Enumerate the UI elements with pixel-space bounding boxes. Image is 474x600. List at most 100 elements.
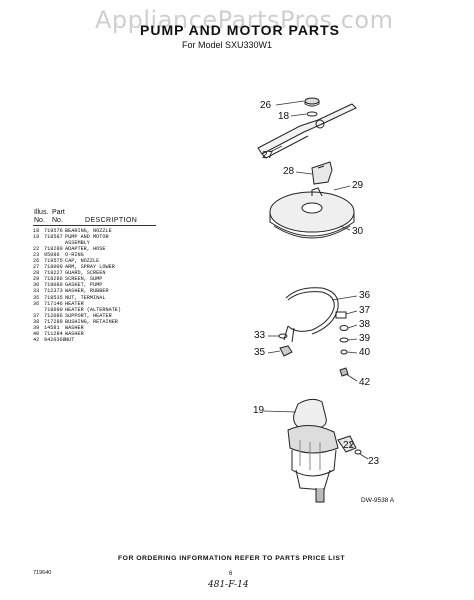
part-no: 719576 (44, 228, 63, 234)
illus-no: 37 (33, 312, 40, 319)
watermark: AppliancePartsPros.com (95, 6, 394, 34)
washer-part-2 (340, 349, 348, 355)
part-no: 712086 (44, 312, 63, 319)
screen-guard-part (311, 161, 333, 185)
illus-no: 28 (33, 270, 40, 277)
illus-number-header: Illus. No. (34, 209, 48, 225)
illus-no: 36 (33, 300, 40, 307)
illus-header-line-1: Illus. (34, 209, 49, 216)
o-ring-part (354, 449, 362, 455)
document-code: 719640 (33, 570, 52, 576)
bearing-part (306, 111, 318, 117)
illus-no: 35 (33, 294, 40, 301)
part-description: PUMP AND MOTOR (65, 234, 109, 241)
retainer-bushing-part (339, 325, 349, 331)
illus-no: 42 (33, 336, 40, 343)
callout-35: 35 (254, 347, 266, 358)
part-description: CAP, NOZZLE (65, 258, 100, 265)
illus-no: 26 (33, 258, 40, 265)
part-description: WASHER (65, 324, 84, 331)
pump-gasket-part (273, 225, 351, 239)
page-number: 6 (229, 571, 233, 577)
part-header-line-2: No. (52, 217, 63, 224)
part-description: HEATER (ALTERNATE) (65, 306, 122, 313)
header-rule (33, 225, 156, 226)
parts-row: ASSEMBLY (33, 240, 121, 246)
heater-part (283, 287, 339, 343)
sump-screen-part (269, 187, 355, 237)
callout-42: 42 (359, 377, 371, 388)
part-no: 719575 (44, 258, 63, 265)
callout-23: 23 (368, 456, 380, 467)
spray-arm-part (257, 103, 357, 159)
callout-27: 27 (262, 150, 274, 161)
illus-no: 29 (33, 276, 40, 283)
callout-33: 33 (254, 330, 266, 341)
illus-no: 30 (33, 282, 40, 289)
part-no: 9420368 (44, 336, 66, 343)
part-description: BEARING, NOZZLE (65, 228, 112, 234)
part-description: HEATER (65, 300, 84, 307)
illus-no: 22 (33, 246, 40, 253)
callout-22: 22 (343, 440, 355, 451)
callout-38: 38 (359, 319, 371, 330)
part-description: ARM, SPRAY LOWER (65, 264, 115, 271)
part-no: 718587 (44, 234, 63, 241)
model-subtitle: For Model SXU330W1 (182, 40, 273, 50)
nozzle-cap-part (304, 97, 320, 107)
part-no: 95086 (44, 252, 60, 259)
diagram-code: DW-9538 A (361, 497, 395, 504)
part-no: 719080 (44, 282, 63, 289)
callout-19: 19 (253, 405, 265, 416)
part-description: NUT (65, 336, 75, 343)
ordering-footer: FOR ORDERING INFORMATION REFER TO PARTS … (118, 555, 346, 562)
callout-28: 28 (283, 166, 295, 177)
part-no: 718227 (44, 270, 63, 277)
washer-part (339, 337, 349, 343)
description-header: DESCRIPTION (85, 217, 138, 224)
part-no: 718280 (44, 246, 63, 253)
part-description: ADAPTER, HOSE (65, 246, 106, 253)
part-no: 718000 (44, 264, 63, 271)
hose-adapter-part (337, 435, 357, 453)
part-header-line-1: Part (52, 209, 65, 216)
callout-40: 40 (359, 347, 371, 358)
part-description: SUPPORT, HEATER (65, 312, 112, 319)
terminal-nut-part (279, 345, 293, 357)
part-no: 717146 (44, 300, 63, 307)
part-no: 711284 (44, 330, 63, 337)
part-description: GASKET, PUMP (65, 282, 103, 289)
part-no: 14581 (44, 324, 60, 331)
illus-header-line-2: No. (34, 217, 45, 224)
illus-no: 38 (33, 318, 40, 325)
part-no: 718286 (44, 276, 63, 283)
part-description: WASHER, RUBBER (65, 288, 109, 295)
callout-29: 29 (352, 180, 364, 191)
rubber-washer-part (278, 333, 288, 339)
callout-36: 36 (359, 290, 371, 301)
callout-18: 18 (278, 111, 290, 122)
part-no: 718535 (44, 294, 63, 301)
pump-motor-part (287, 398, 339, 503)
illus-no: 18 (33, 228, 40, 234)
illus-no: 19 (33, 234, 40, 241)
